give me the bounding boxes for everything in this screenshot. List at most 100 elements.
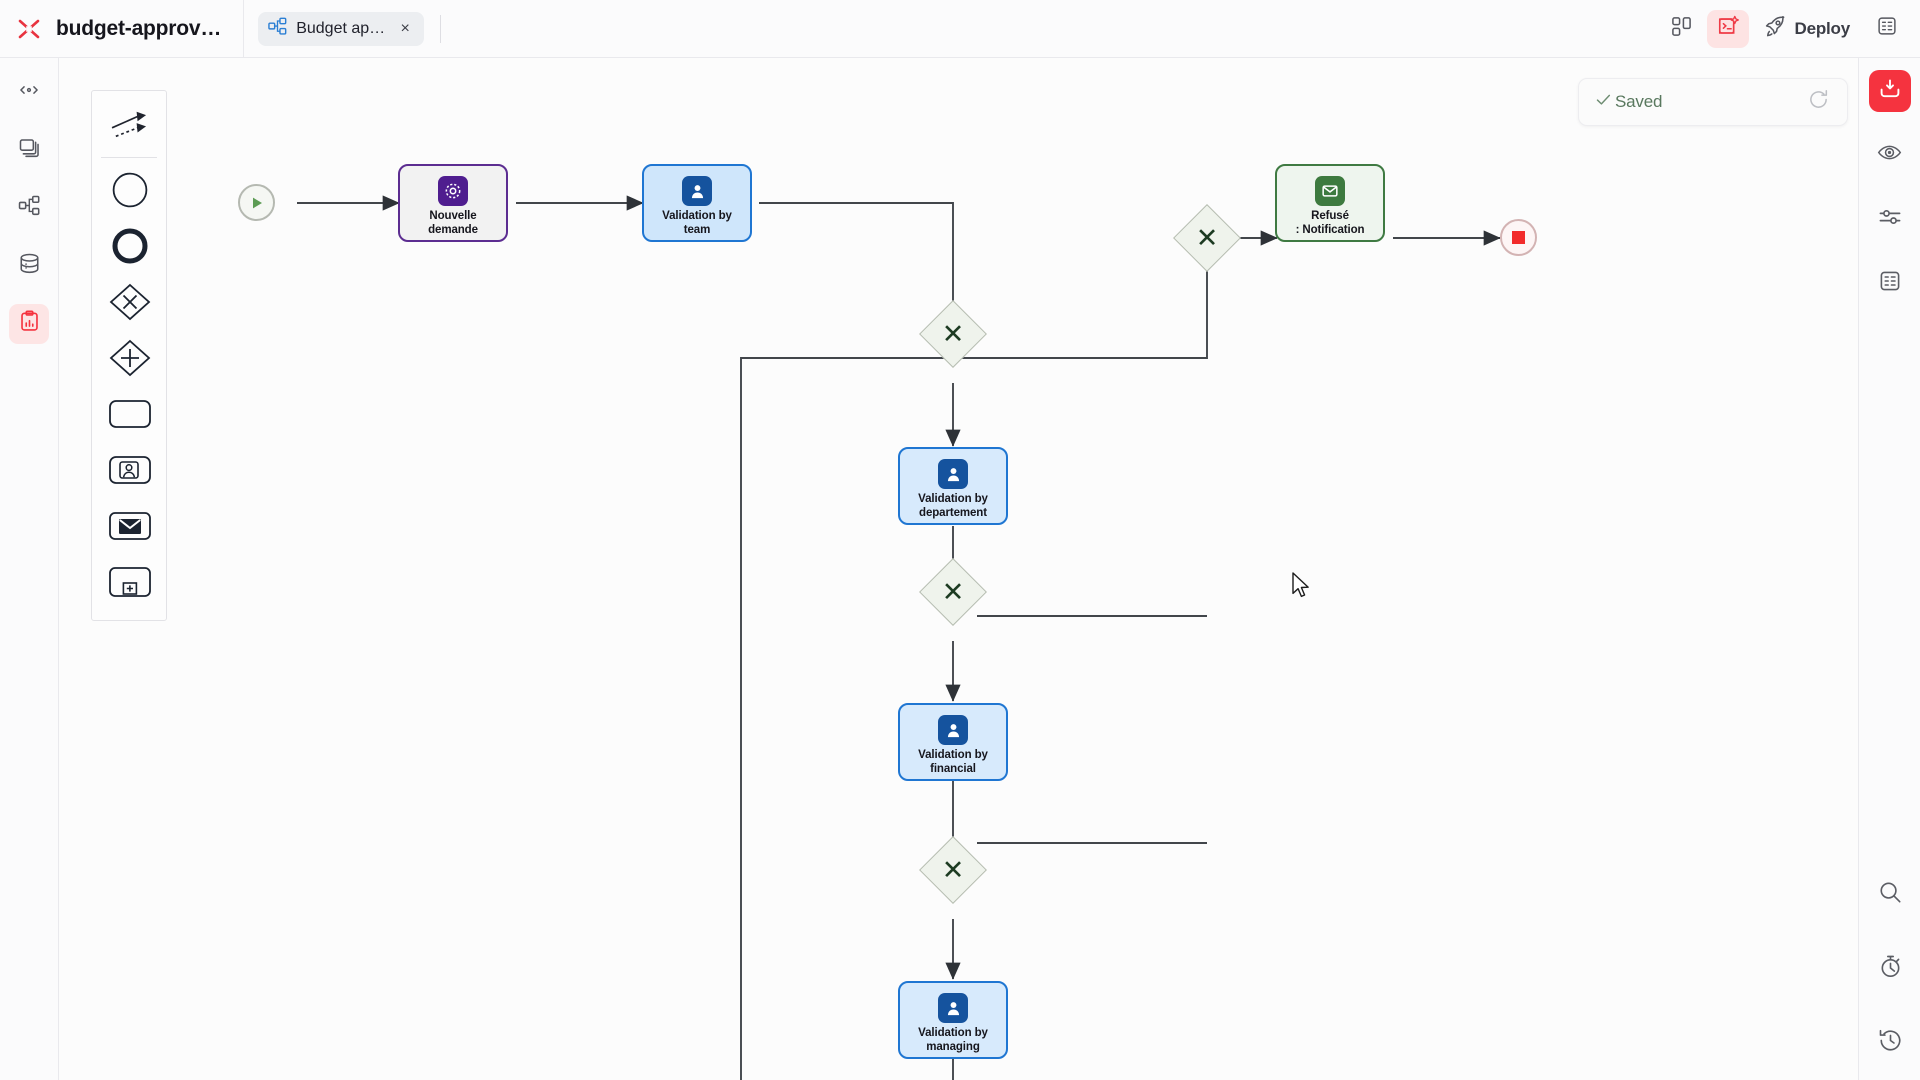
- task-label: Validation by team: [662, 210, 732, 236]
- refresh-icon[interactable]: [1808, 89, 1829, 115]
- documentation-button[interactable]: [1866, 10, 1908, 48]
- download-tray-icon: [1878, 77, 1902, 106]
- palette-create-parallel-gateway[interactable]: [92, 332, 168, 388]
- sidebar-item-search[interactable]: [1869, 874, 1911, 916]
- camunda-logo-icon[interactable]: [14, 14, 44, 44]
- rocket-icon: [1763, 15, 1786, 43]
- user-task-shape: Validation by departement: [898, 447, 1008, 525]
- user-task-shape: Validation by financial: [898, 703, 1008, 781]
- end-event-shape: [1500, 219, 1537, 256]
- exclusive-gateway-diamond-icon: [109, 283, 151, 326]
- task-rounded-rect-icon: [108, 398, 152, 435]
- palette-create-end-event[interactable]: [92, 220, 168, 276]
- bpmn-task-validation-financial[interactable]: Validation by financial: [898, 703, 1008, 781]
- task-label: Validation by managing: [918, 1027, 988, 1053]
- ai-assistant-button[interactable]: [1706, 9, 1749, 48]
- palette-create-task[interactable]: [92, 388, 168, 444]
- send-task-shape: Refusé : Notification: [1275, 164, 1385, 242]
- sidebar-item-reports[interactable]: [9, 304, 49, 344]
- stacked-cards-icon: [18, 136, 41, 164]
- bpmn-gateway-refuse[interactable]: ✕: [1173, 204, 1241, 272]
- bpmn-start-event[interactable]: [238, 184, 275, 221]
- tab-budget-approval[interactable]: Budget ap… ×: [258, 11, 425, 46]
- palette-create-send-task[interactable]: [92, 500, 168, 556]
- gateway-x-symbol: ✕: [941, 854, 965, 885]
- gateway-x-symbol: ✕: [941, 576, 965, 607]
- sidebar-item-processes[interactable]: [9, 188, 49, 228]
- terminate-square-icon: [1512, 231, 1525, 244]
- right-sidebar: [1858, 58, 1920, 1080]
- envelope-icon: [1315, 176, 1345, 206]
- palette-tool-lasso[interactable]: [92, 99, 168, 155]
- bpmn-gateway-2[interactable]: ✕: [919, 558, 987, 626]
- apps-grid-button[interactable]: [1661, 10, 1703, 48]
- bpmn-gateway-1[interactable]: ✕: [919, 300, 987, 368]
- user-task-shape: Validation by team: [642, 164, 752, 242]
- bpmn-end-event[interactable]: [1500, 219, 1537, 256]
- sidebar-item-layers[interactable]: [9, 130, 49, 170]
- collapse-expand-arrows-icon: [18, 79, 40, 106]
- gateway-x-symbol: ✕: [941, 318, 965, 349]
- send-task-envelope-icon: [108, 510, 152, 547]
- bpmn-task-validation-departement[interactable]: Validation by departement: [898, 447, 1008, 525]
- right-sidebar-top-group: [1859, 58, 1920, 304]
- palette-create-user-task[interactable]: [92, 444, 168, 500]
- parallel-gateway-diamond-icon: [109, 339, 151, 382]
- start-event-circle-icon: [111, 171, 149, 214]
- expanded-subprocess-icon: [108, 566, 152, 603]
- sidebar-item-history[interactable]: [1869, 1022, 1911, 1064]
- page-title: budget-approv…: [56, 16, 222, 40]
- tab-divider: [440, 14, 442, 43]
- palette-create-exclusive-gateway[interactable]: [92, 276, 168, 332]
- palette-create-start-event[interactable]: [92, 164, 168, 220]
- saved-toast: Saved: [1578, 78, 1848, 126]
- palette-create-subprocess[interactable]: [92, 556, 168, 612]
- user-icon: [938, 715, 968, 745]
- bpmn-gateway-3[interactable]: ✕: [919, 836, 987, 904]
- top-bar: budget-approv… Budget ap… ×: [0, 0, 1920, 58]
- bpmn-task-validation-managing[interactable]: Validation by managing: [898, 981, 1008, 1059]
- sidebar-item-timer[interactable]: [1869, 948, 1911, 990]
- stopwatch-icon: [1878, 954, 1903, 984]
- clipboard-chart-icon: [18, 310, 41, 338]
- service-task-shape: Nouvelle demande: [398, 164, 508, 242]
- database-icon: [18, 252, 41, 280]
- right-sidebar-bottom-group: [1859, 874, 1920, 1064]
- user-icon: [938, 459, 968, 489]
- sidebar-item-preview[interactable]: [1869, 134, 1911, 176]
- toast-left-group: Saved: [1595, 91, 1662, 113]
- bpmn-task-nouvelle-demande[interactable]: Nouvelle demande: [398, 164, 508, 242]
- task-label: Validation by departement: [918, 493, 988, 519]
- process-hierarchy-icon: [18, 194, 41, 222]
- topbar-divider: [243, 0, 245, 58]
- sidebar-item-properties[interactable]: [1869, 262, 1911, 304]
- bpmn-palette: [91, 90, 167, 621]
- play-icon: [252, 197, 262, 208]
- sidebar-item-settings[interactable]: [1869, 198, 1911, 240]
- palette-divider: [101, 157, 157, 158]
- user-icon: [938, 993, 968, 1023]
- tab-strip: Budget ap… ×: [244, 0, 442, 58]
- bpmn-task-validation-team[interactable]: Validation by team: [642, 164, 752, 242]
- sidebar-item-data[interactable]: [9, 246, 49, 286]
- eye-icon: [1877, 140, 1902, 170]
- start-event-shape: [238, 184, 275, 221]
- sidebar-item-import[interactable]: [1868, 70, 1911, 112]
- bpmn-canvas[interactable]: Nouvelle demande Validation by team ✕: [59, 58, 1858, 1080]
- bpmn-diagram-icon: [268, 17, 287, 41]
- lasso-arrows-icon: [108, 108, 152, 147]
- user-icon: [682, 176, 712, 206]
- deploy-label: Deploy: [1794, 18, 1851, 38]
- gateway-x-symbol: ✕: [1195, 222, 1219, 253]
- user-task-icon: [108, 454, 152, 491]
- bpmn-task-refuse-notification[interactable]: Refusé : Notification: [1275, 164, 1385, 242]
- close-icon[interactable]: ×: [400, 19, 410, 37]
- check-icon: [1595, 91, 1612, 113]
- apps-grid-icon: [1671, 16, 1692, 42]
- user-task-shape: Validation by managing: [898, 981, 1008, 1059]
- left-sidebar: [0, 58, 59, 1080]
- service-gear-icon: [438, 176, 468, 206]
- sidebar-item-expand[interactable]: [9, 72, 49, 112]
- document-lines-icon: [1876, 15, 1898, 42]
- deploy-button[interactable]: Deploy: [1753, 10, 1862, 48]
